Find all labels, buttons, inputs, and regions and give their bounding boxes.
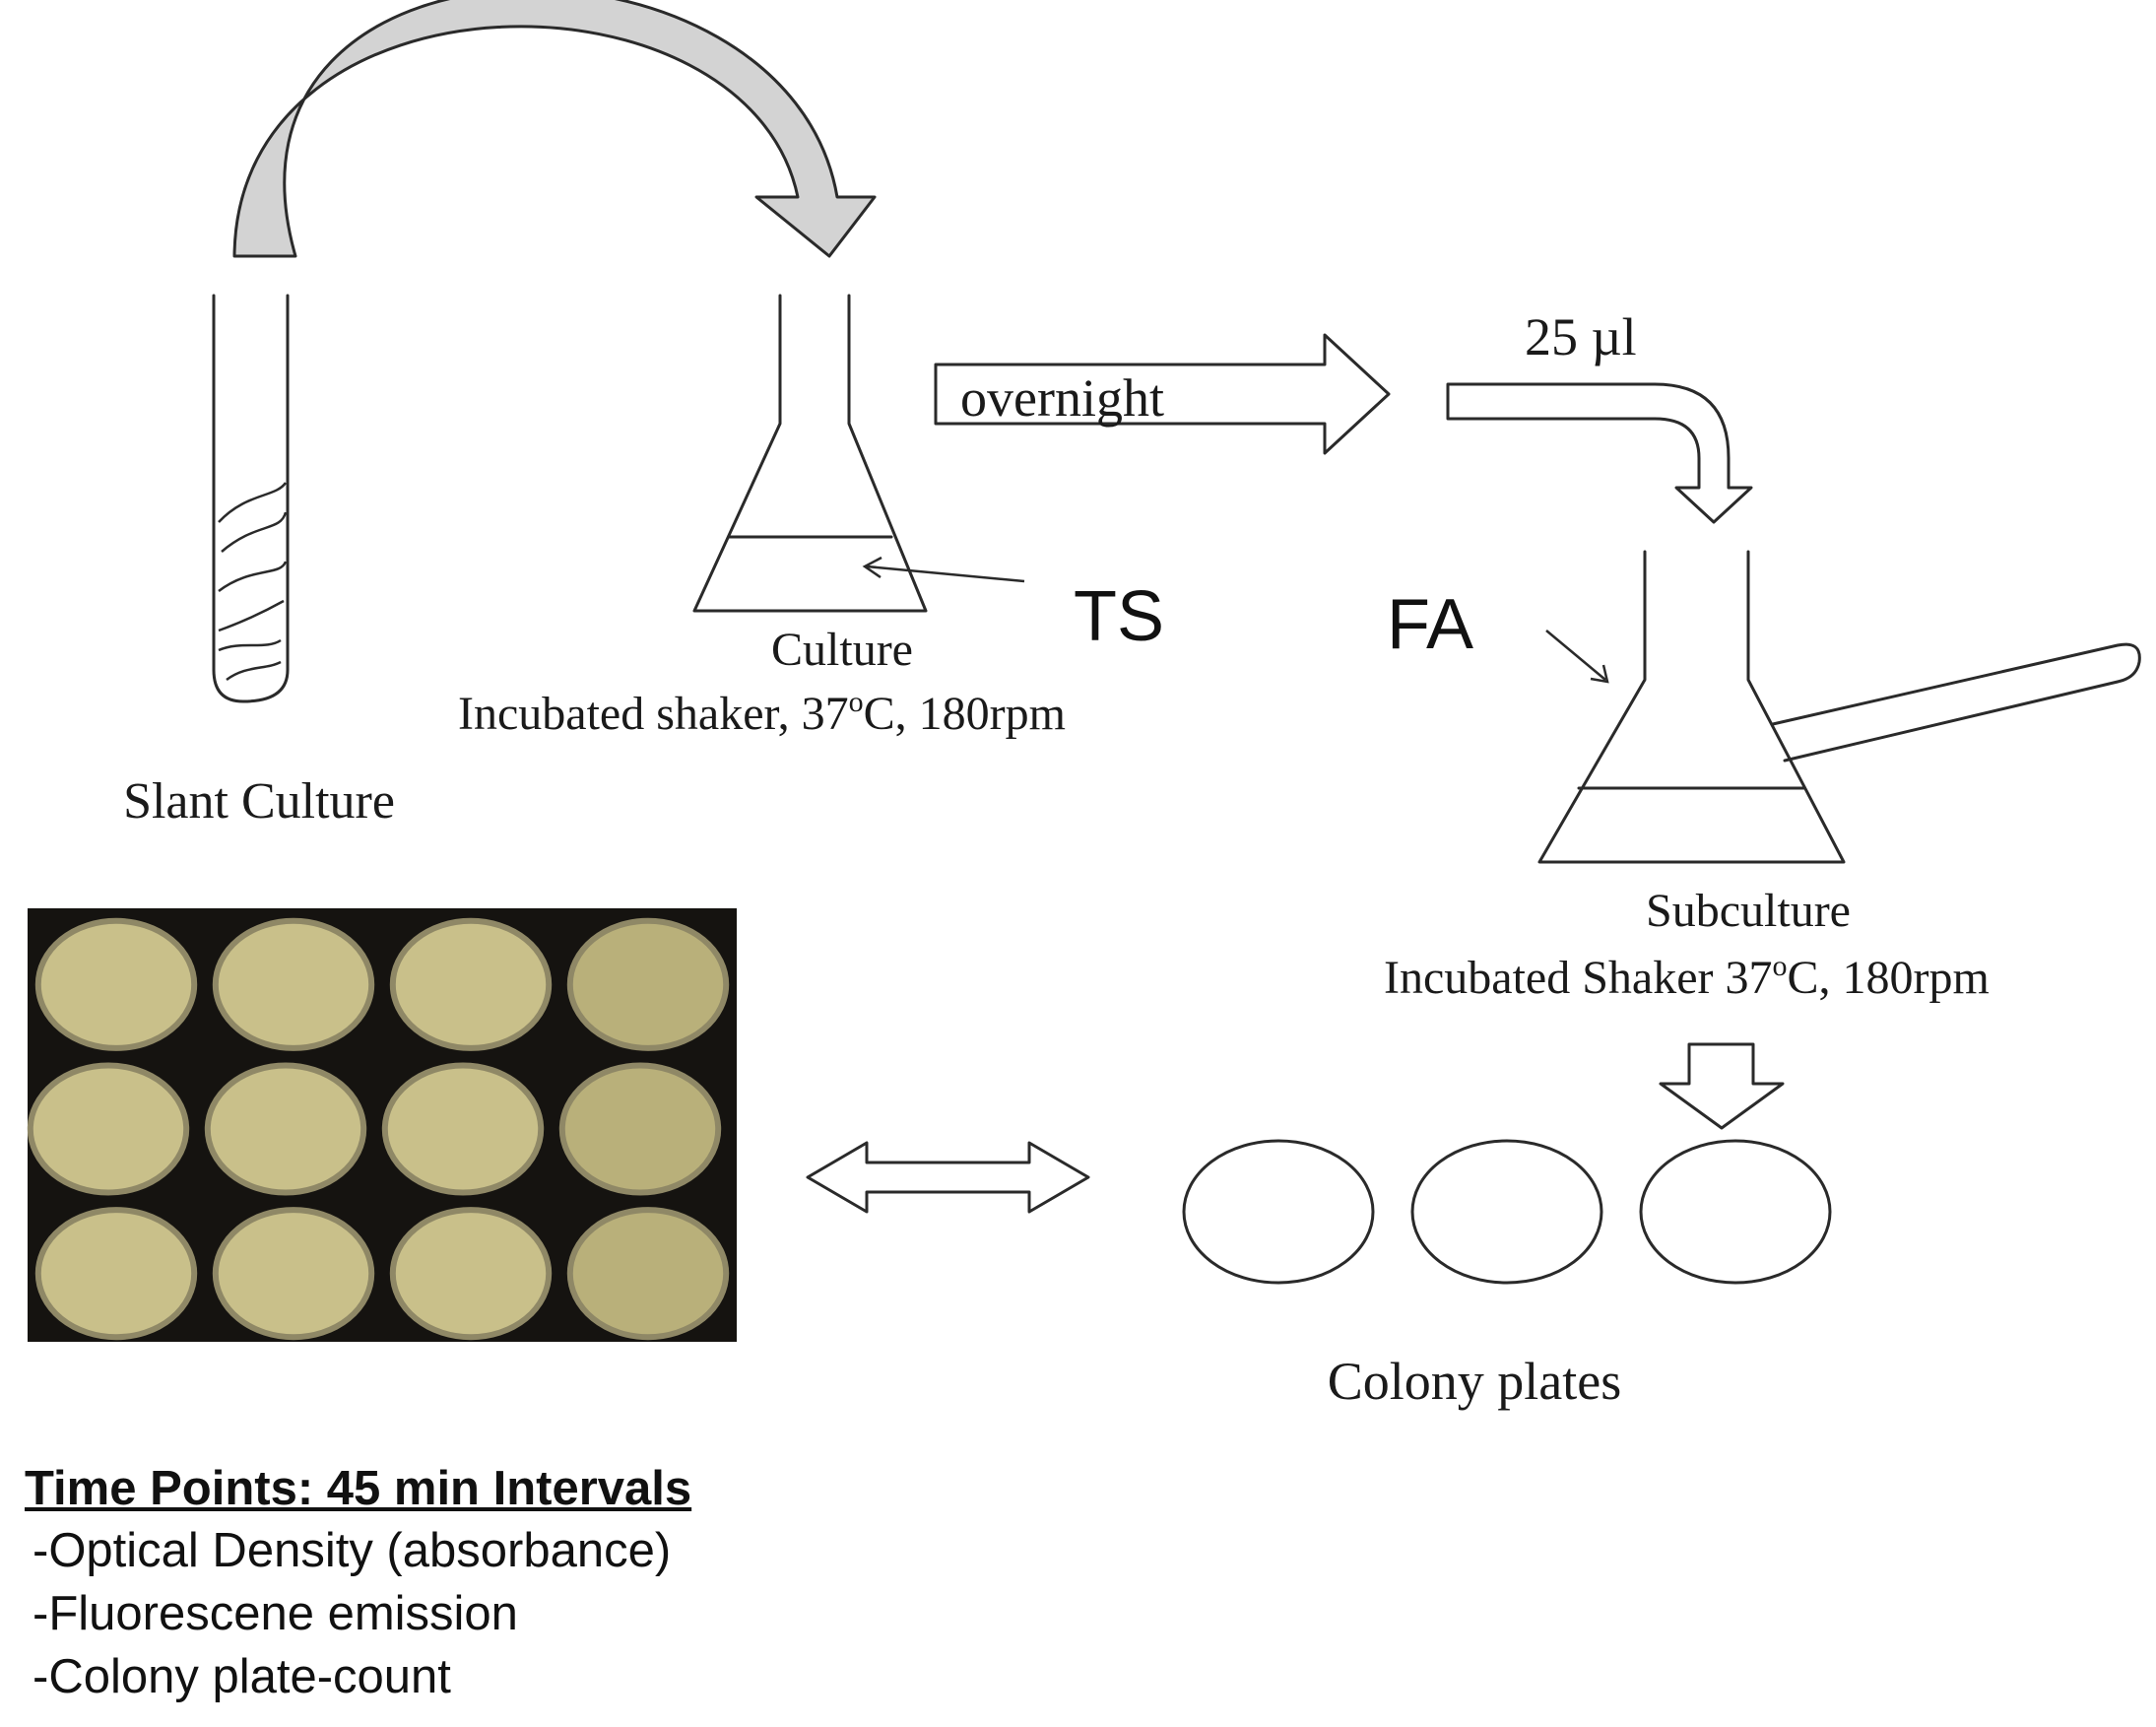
volume-label: 25 µl	[1525, 307, 1637, 366]
colony-plates-label: Colony plates	[1328, 1352, 1621, 1411]
ts-pointer-arrow	[862, 556, 1025, 583]
time-points-notes: Time Points: 45 min Intervals -Optical D…	[25, 1458, 911, 1708]
agar-plate	[389, 917, 553, 1051]
fa-pointer-arrow	[1545, 630, 1609, 684]
agar-plate	[566, 1207, 730, 1341]
down-arrow	[1659, 1042, 1785, 1130]
colony-plate-1	[1182, 1139, 1375, 1285]
curved-transfer-arrow	[232, 0, 877, 258]
culture-flask	[692, 294, 928, 613]
subculture-conditions: Incubated Shaker 37oC, 180rpm	[1384, 950, 1990, 1004]
agar-plate	[212, 917, 375, 1051]
agar-plate	[212, 1207, 375, 1341]
agar-plate	[381, 1062, 545, 1196]
subculture-flask	[1537, 550, 2141, 864]
overnight-label: overnight	[960, 368, 1164, 428]
time-point-item: -Colony plate-count	[33, 1650, 451, 1703]
double-arrow	[806, 1141, 1090, 1214]
time-points-heading: Time Points: 45 min Intervals	[25, 1462, 692, 1515]
ts-label: TS	[1074, 577, 1164, 656]
slant-tube	[212, 294, 290, 703]
agar-plates-photo	[27, 908, 737, 1342]
time-points-list: -Optical Density (absorbance) -Fluoresce…	[25, 1519, 911, 1708]
overnight-arrow	[934, 333, 1391, 455]
culture-label: Culture	[771, 624, 913, 676]
agar-plate	[558, 1062, 722, 1196]
agar-plate	[34, 917, 198, 1051]
agar-plate	[27, 1062, 190, 1196]
agar-plate	[389, 1207, 553, 1341]
time-point-item: -Optical Density (absorbance)	[33, 1524, 672, 1577]
time-point-item: -Fluorescene emission	[33, 1587, 518, 1640]
slant-culture-label: Slant Culture	[123, 773, 395, 830]
culture-conditions: Incubated shaker, 37oC, 180rpm	[458, 686, 1066, 740]
agar-plate	[566, 917, 730, 1051]
colony-plates	[1182, 1139, 1832, 1285]
colony-plate-3	[1639, 1139, 1832, 1285]
transfer-volume-arrow	[1446, 382, 1753, 524]
fa-label: FA	[1387, 585, 1473, 664]
agar-plate	[34, 1207, 198, 1341]
colony-plate-2	[1410, 1139, 1603, 1285]
subculture-label: Subculture	[1646, 885, 1851, 937]
agar-plate	[204, 1062, 367, 1196]
